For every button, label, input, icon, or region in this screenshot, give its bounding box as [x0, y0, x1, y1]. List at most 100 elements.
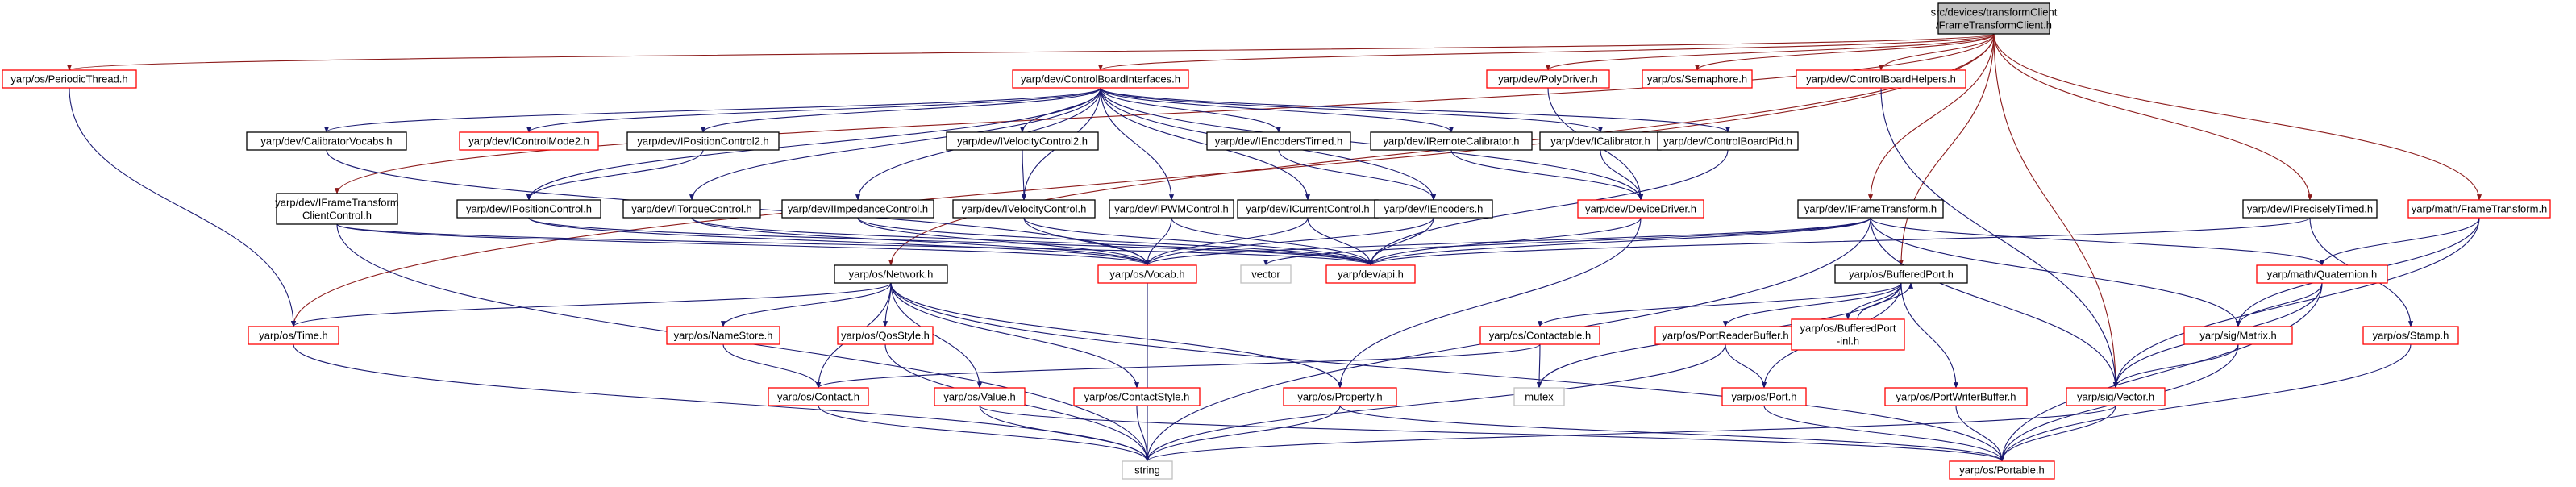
edge-value-to-portable	[979, 405, 2004, 462]
node-icm2-label-line-0: yarp/dev/IControlMode2.h	[468, 135, 589, 148]
edge-property-to-portable	[1339, 405, 2004, 462]
edge-cbi-to-ipc	[526, 87, 1101, 201]
edge-root-to-cbhelpers	[1878, 33, 1995, 71]
node-itc-label-line-0: yarp/dev/ITorqueControl.h	[631, 203, 752, 215]
node-iic[interactable]: yarp/dev/IImpedanceControl.h	[781, 199, 934, 219]
edge-bport-to-contactable	[1538, 282, 1902, 327]
node-bportinl-box	[1791, 318, 1905, 351]
node-contact[interactable]: yarp/os/Contact.h	[768, 387, 869, 406]
edge-root-to-time	[291, 33, 1995, 327]
edge-network-to-namestore	[720, 282, 892, 327]
node-ipwm-label-line-0: yarp/dev/IPWMControl.h	[1114, 203, 1229, 215]
edge-icur-to-vocab	[1144, 217, 1309, 266]
node-bport[interactable]: yarp/os/BufferedPort.h	[1834, 264, 1968, 284]
node-mutex-label-line-0: mutex	[1525, 391, 1554, 403]
node-contactable[interactable]: yarp/os/Contactable.h	[1479, 326, 1600, 345]
node-pwb[interactable]: yarp/os/PortWriterBuffer.h	[1884, 387, 2028, 406]
node-calvocabs-label-line-0: yarp/dev/CalibratorVocabs.h	[260, 135, 392, 148]
node-semaphore[interactable]: yarp/os/Semaphore.h	[1642, 69, 1753, 89]
node-ipt[interactable]: yarp/dev/IPreciselyTimed.h	[2242, 199, 2378, 219]
node-ivc2[interactable]: yarp/dev/IVelocityControl2.h	[946, 131, 1099, 151]
node-bportinl[interactable]: yarp/os/BufferedPort-inl.h	[1791, 318, 1905, 351]
node-vocab-label-line-0: yarp/os/Vocab.h	[1109, 268, 1184, 281]
edge-ipc-to-vocab	[528, 217, 1150, 266]
node-portable[interactable]: yarp/os/Portable.h	[1949, 460, 2055, 480]
node-namestore-box	[666, 326, 780, 345]
node-prb-label-line-0: yarp/os/PortReaderBuffer.h	[1662, 330, 1788, 342]
edge-port-to-portable	[1763, 405, 2005, 462]
node-property-box	[1283, 387, 1397, 406]
node-time[interactable]: yarp/os/Time.h	[248, 326, 339, 345]
node-bportinl-label-line-0: yarp/os/BufferedPort	[1800, 323, 1896, 335]
node-iremcal-label-line-0: yarp/dev/IRemoteCalibrator.h	[1383, 135, 1519, 148]
node-vocab[interactable]: yarp/os/Vocab.h	[1097, 264, 1197, 284]
node-ipc2[interactable]: yarp/dev/IPositionControl2.h	[626, 131, 780, 151]
node-matrix[interactable]: yarp/sig/Matrix.h	[2183, 326, 2293, 345]
node-ipc-label-line-0: yarp/dev/IPositionControl.h	[466, 203, 592, 215]
node-ical[interactable]: yarp/dev/ICalibrator.h	[1539, 131, 1662, 151]
node-semaphore-box	[1642, 69, 1753, 89]
node-semaphore-label-line-0: yarp/os/Semaphore.h	[1647, 73, 1747, 85]
node-api[interactable]: yarp/dev/api.h	[1325, 264, 1416, 284]
node-calvocabs[interactable]: yarp/dev/CalibratorVocabs.h	[246, 131, 407, 151]
edge-ipt-to-api	[1368, 217, 2311, 266]
node-iic-label-line-0: yarp/dev/IImpedanceControl.h	[788, 203, 928, 215]
edge-periodic-to-time	[69, 87, 297, 327]
edge-root-to-bport	[1898, 33, 1995, 266]
edge-network-to-property	[890, 282, 1343, 389]
edge-iftcc-to-api	[336, 223, 1373, 266]
node-ivc[interactable]: yarp/dev/IVelocityControl.h	[952, 199, 1096, 219]
node-icur[interactable]: yarp/dev/ICurrentControl.h	[1237, 199, 1379, 219]
node-network-box	[834, 264, 948, 284]
node-devdriver[interactable]: yarp/dev/DeviceDriver.h	[1577, 199, 1704, 219]
node-ienct[interactable]: yarp/dev/IEncodersTimed.h	[1206, 131, 1351, 151]
node-svector[interactable]: yarp/sig/Vector.h	[2066, 387, 2166, 406]
node-network[interactable]: yarp/os/Network.h	[834, 264, 948, 284]
edge-itc-to-api	[691, 217, 1373, 266]
node-ienc-box	[1374, 199, 1493, 219]
edge-ift-to-api	[1368, 217, 1871, 266]
node-polydriver[interactable]: yarp/dev/PolyDriver.h	[1486, 69, 1610, 89]
node-ienc[interactable]: yarp/dev/IEncoders.h	[1374, 199, 1493, 219]
node-ift[interactable]: yarp/dev/IFrameTransform.h	[1797, 199, 1944, 219]
node-cbpid[interactable]: yarp/dev/ControlBoardPid.h	[1657, 131, 1799, 151]
edge-ienc-to-vocab	[1145, 217, 1434, 266]
node-root[interactable]: src/devices/transformClient/FrameTransfo…	[1931, 2, 2058, 35]
edge-time-to-string	[293, 343, 1150, 462]
node-itc-box	[622, 199, 761, 219]
node-prb[interactable]: yarp/os/PortReaderBuffer.h	[1654, 326, 1796, 345]
node-ipc[interactable]: yarp/dev/IPositionControl.h	[456, 199, 601, 219]
edge-quat-to-matrix	[2235, 282, 2323, 327]
node-periodic[interactable]: yarp/os/PeriodicThread.h	[2, 69, 137, 89]
node-property[interactable]: yarp/os/Property.h	[1283, 387, 1397, 406]
edge-ipc-to-api	[528, 217, 1373, 266]
node-qos[interactable]: yarp/os/QosStyle.h	[837, 326, 934, 345]
node-polydriver-label-line-0: yarp/dev/PolyDriver.h	[1498, 73, 1598, 85]
node-iremcal[interactable]: yarp/dev/IRemoteCalibrator.h	[1370, 131, 1533, 151]
node-svector-label-line-0: yarp/sig/Vector.h	[2077, 391, 2154, 403]
node-mutex[interactable]: mutex	[1513, 387, 1565, 406]
edge-ienct-to-ienc	[1278, 149, 1437, 201]
node-value[interactable]: yarp/os/Value.h	[934, 387, 1026, 406]
edge-network-to-cstyle	[890, 282, 1140, 389]
node-itc[interactable]: yarp/dev/ITorqueControl.h	[622, 199, 761, 219]
node-vector[interactable]: vector	[1240, 264, 1292, 284]
edge-cbi-to-ipwm	[1100, 87, 1175, 201]
node-root-label-line-0: src/devices/transformClient	[1931, 6, 2058, 19]
node-cbhelpers[interactable]: yarp/dev/ControlBoardHelpers.h	[1796, 69, 1966, 89]
node-stamp[interactable]: yarp/os/Stamp.h	[2362, 326, 2459, 345]
node-string[interactable]: string	[1122, 460, 1173, 480]
node-namestore[interactable]: yarp/os/NameStore.h	[666, 326, 780, 345]
node-cstyle[interactable]: yarp/os/ContactStyle.h	[1073, 387, 1201, 406]
node-port[interactable]: yarp/os/Port.h	[1721, 387, 1807, 406]
node-quat[interactable]: yarp/math/Quaternion.h	[2256, 264, 2388, 284]
node-ipwm[interactable]: yarp/dev/IPWMControl.h	[1109, 199, 1234, 219]
node-cbi[interactable]: yarp/dev/ControlBoardInterfaces.h	[1012, 69, 1189, 89]
node-icm2[interactable]: yarp/dev/IControlMode2.h	[459, 131, 599, 151]
edge-cbi-to-ienct	[1100, 87, 1282, 133]
node-ivc2-box	[946, 131, 1099, 151]
edge-ical-to-devdriver	[1600, 149, 1644, 201]
node-mft[interactable]: yarp/math/FrameTransform.h	[2407, 199, 2551, 219]
